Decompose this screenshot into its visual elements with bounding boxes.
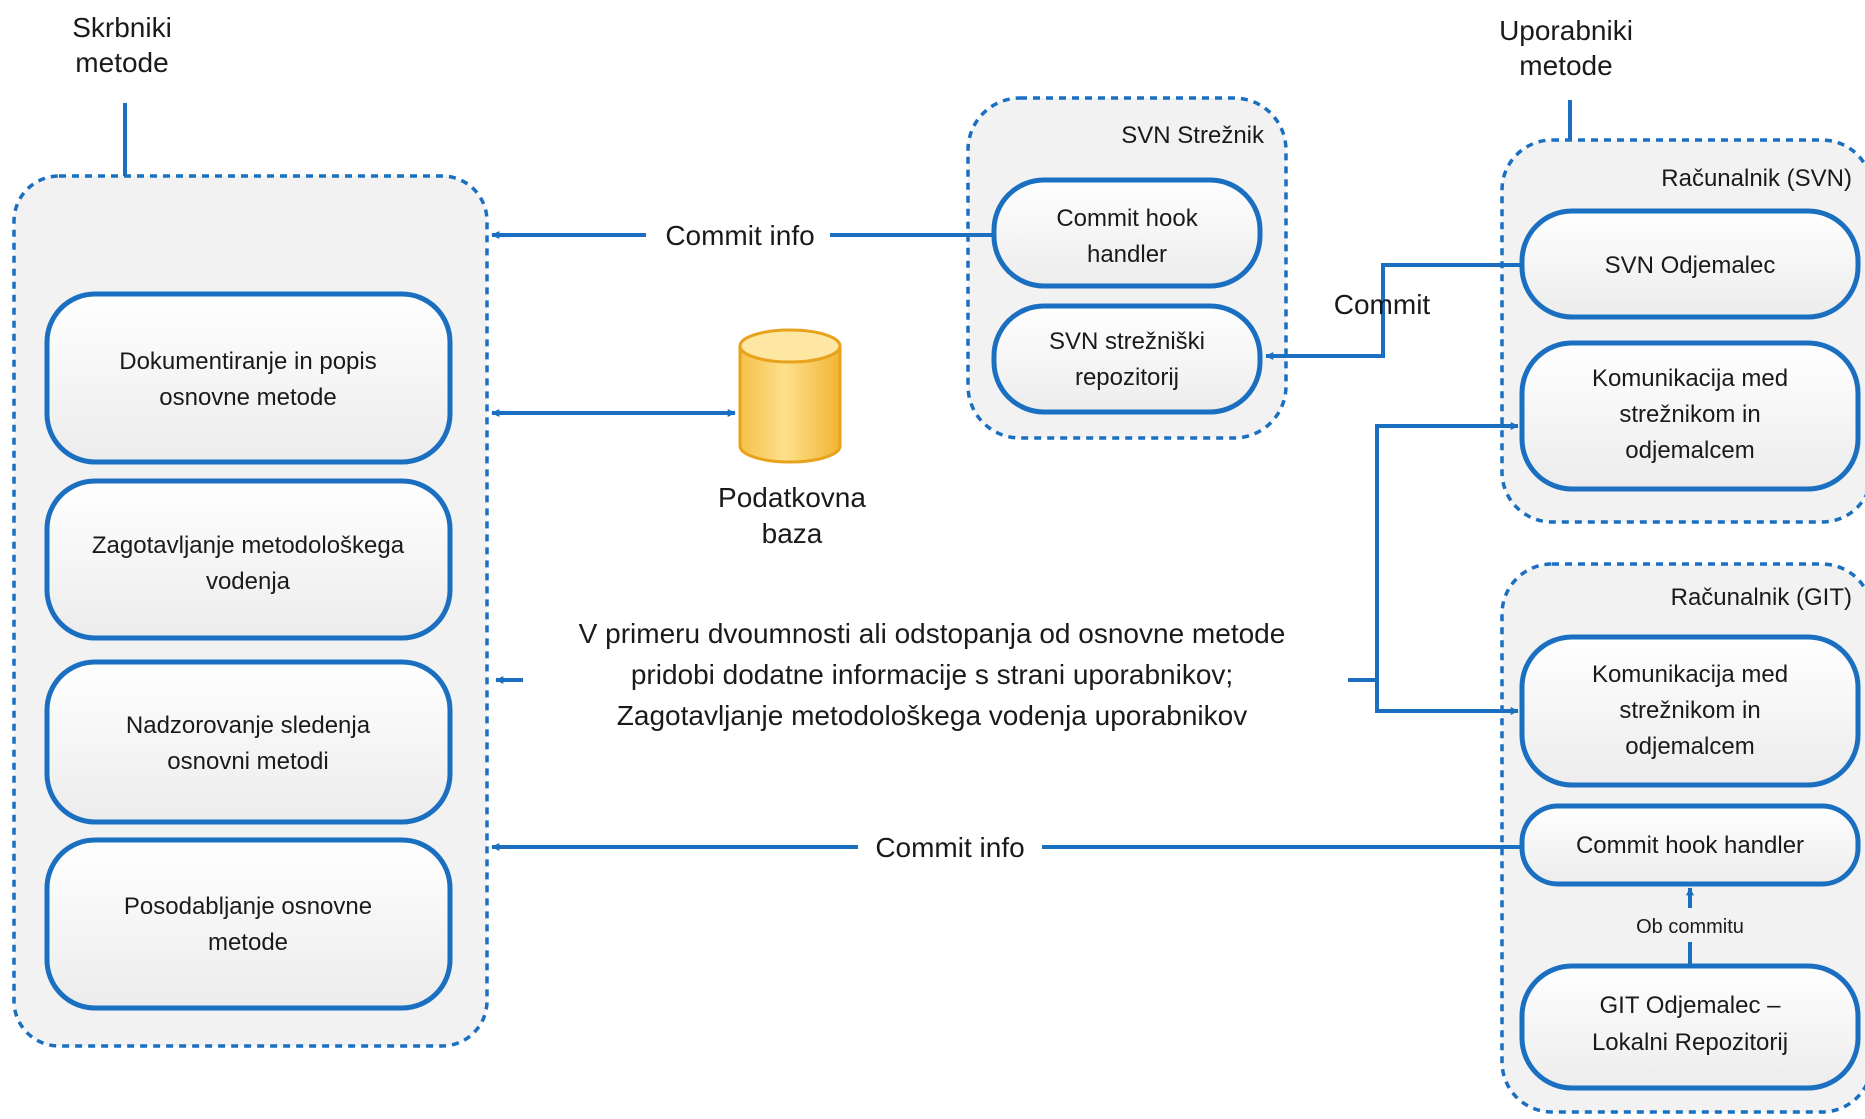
task-label-line2: osnovne metode [159,384,336,411]
svn-hook-box [991,177,1263,289]
database-cylinder-body [738,346,842,464]
custodian-panel: Dokumentiranje in popis osnovne metode Z… [12,174,489,1048]
svn-server-title: SVN Strežnik [1121,122,1265,149]
svn-server-repository: SVN strežniški repozitorij [991,303,1263,415]
svn-repo-label-line2: repozitorij [1075,364,1179,391]
git-comm-label-line3: odjemalcem [1625,733,1754,760]
task-guidance: Zagotavljanje metodološkega vodenja [44,478,453,641]
custodians-actor: Skrbniki metode [72,12,172,229]
task-label-line1: Nadzorovanje sledenja [126,712,371,739]
message-arrow-git [1375,680,1519,715]
git-local-repository: GIT Odjemalec – Lokalni Repozitorij [1519,963,1861,1091]
svn-commit-hook-handler: Commit hook handler [991,177,1263,289]
svn-client-communication: Komunikacija med strežnikom in odjemalce… [1519,340,1861,492]
commit-label: Commit [1334,289,1431,320]
database-label-line2: baza [762,518,823,549]
git-client-panel: Računalnik (GIT) Komunikacija med strežn… [1500,562,1865,1114]
svn-comm-label-line1: Komunikacija med [1592,365,1788,392]
commit-info-top-label: Commit info [665,220,814,251]
commit-info-top-label-bg [646,214,830,254]
custodians-label-line2: metode [75,47,168,78]
on-commit-label-bg [1618,908,1762,942]
task-monitoring: Nadzorovanje sledenja osnovni metodi [44,659,453,825]
commit-arrow [1265,263,1522,360]
svn-client-label: SVN Odjemalec [1605,252,1776,279]
task-label-line1: Dokumentiranje in popis [119,348,376,375]
svn-client-title: Računalnik (SVN) [1661,165,1852,192]
git-commit-hook-handler: Commit hook handler [1519,803,1861,887]
commit-info-bottom-label: Commit info [875,832,1024,863]
svn-comm-label-line2: strežnikom in [1619,401,1760,428]
svn-comm-box [1519,340,1861,492]
database-label-line1: Podatkovna [718,482,866,513]
task-label-line1: Posodabljanje osnovne [124,893,372,920]
task-documenting: Dokumentiranje in popis osnovne metode [44,291,453,465]
svn-repo-label-line1: SVN strežniški [1049,328,1205,355]
message-line2: pridobi dodatne informacije s strani upo… [631,659,1233,690]
task-box [44,478,453,641]
git-comm-label-line1: Komunikacija med [1592,661,1788,688]
database-cylinder-top [738,328,842,364]
git-hook-label: Commit hook handler [1576,832,1804,859]
task-label-line2: metode [208,929,288,956]
task-updating: Posodabljanje osnovne metode [44,837,453,1011]
svn-comm-label-line3: odjemalcem [1625,437,1754,464]
task-label-line2: vodenja [206,568,291,595]
message-arrow-svn [1348,422,1519,682]
git-comm-box [1519,634,1861,788]
svn-client: SVN Odjemalec [1519,208,1861,320]
svn-hook-label-line2: handler [1087,241,1167,268]
task-box [44,291,453,465]
svn-server-panel: SVN Strežnik Commit hook handler SVN str… [966,96,1288,440]
task-label-line1: Zagotavljanje metodološkega [92,532,405,559]
message-line3: Zagotavljanje metodološkega vodenja upor… [617,700,1247,731]
message-line1: V primeru dvoumnosti ali odstopanja od o… [579,618,1286,649]
task-box [44,659,453,825]
git-client-label-line2: Lokalni Repozitorij [1592,1029,1788,1056]
svn-client-panel: Računalnik (SVN) SVN Odjemalec Komunikac… [1500,138,1865,524]
task-box [44,837,453,1011]
git-client-box [1519,963,1861,1091]
commit-info-bottom-label-bg [858,826,1042,866]
git-comm-label-line2: strežnikom in [1619,697,1760,724]
svn-hook-label-line1: Commit hook [1056,205,1198,232]
git-client-label-line1: GIT Odjemalec – [1600,992,1782,1019]
users-label-line1: Uporabniki [1499,15,1633,46]
git-client-communication: Komunikacija med strežnikom in odjemalce… [1519,634,1861,788]
custodians-label-line1: Skrbniki [72,12,172,43]
database: Podatkovna baza [718,328,866,549]
svn-repo-box [991,303,1263,415]
on-commit-label: Ob commitu [1636,916,1744,938]
git-client-title: Računalnik (GIT) [1671,584,1852,611]
users-label-line2: metode [1519,50,1612,81]
task-label-line2: osnovni metodi [167,748,328,775]
